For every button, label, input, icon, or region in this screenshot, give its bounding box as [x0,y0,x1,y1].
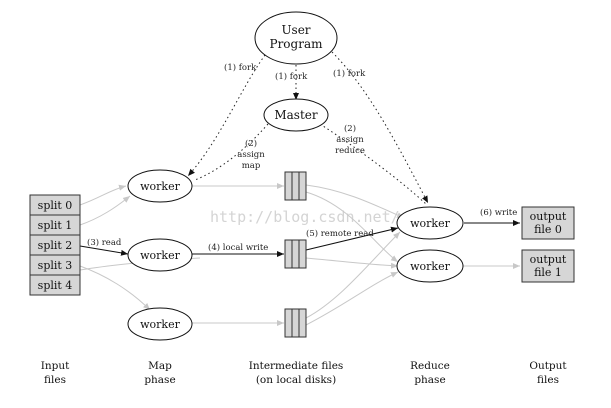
worker-reduce-top: worker [396,206,464,240]
label-assign-map-3: map [242,161,261,171]
phase-map-1: Map [148,360,172,372]
user-program-node: User Program [254,11,338,65]
worker-map-mid: worker [127,238,193,272]
worker-map-bot: worker [127,307,193,341]
worker-label: worker [410,217,450,230]
phase-intermediate-1: Intermediate files [249,360,344,372]
dark-flow-lines [79,220,520,257]
label-read: (3) read [87,237,122,248]
worker-label: worker [140,180,180,193]
user-program-line1: User [281,23,310,37]
split-label: split 2 [38,239,73,252]
worker-label: worker [410,260,450,273]
phase-map-2: phase [144,374,175,386]
worker-map-top: worker [127,169,193,203]
label-assign-map-1: (2) [245,138,257,149]
label-fork-mid: (1) fork [275,71,308,82]
phase-reduce-1: Reduce [410,360,450,372]
phase-reduce-2: phase [414,374,445,386]
light-flow-lines [79,183,520,326]
worker-label: worker [140,249,180,262]
label-remote-read: (5) remote read [306,228,374,239]
phase-input-1: Input [41,360,70,372]
label-write: (6) write [480,207,517,218]
phase-intermediate-2: (on local disks) [256,374,336,386]
output-file-line2: file 1 [534,266,562,279]
label-fork-left: (1) fork [224,62,257,73]
master-label: Master [274,108,318,122]
phase-output-2: files [537,374,559,386]
user-program-line2: Program [270,37,324,51]
output-file-line2: file 0 [534,223,562,236]
label-assign-map-2: assign [237,150,265,160]
label-assign-reduce-1: (2) [344,123,356,134]
intermediate-file-mid [284,239,307,269]
split-label: split 0 [38,199,73,212]
worker-label: worker [140,318,180,331]
output-file-line1: output [530,210,567,223]
split-label: split 3 [38,259,73,272]
watermark: http://blog.csdn.net/ [210,208,400,226]
phase-output-1: Output [529,360,567,372]
control-lines [187,51,429,205]
output-file-0: output file 0 [521,206,575,240]
master-node: Master [263,98,329,132]
split-label: split 1 [38,219,73,232]
output-file-1: output file 1 [521,249,575,283]
worker-reduce-bot: worker [396,249,464,283]
intermediate-file-bot [284,308,307,338]
input-files-stack: split 0 split 1 split 2 split 3 split 4 [29,194,81,296]
phase-input-2: files [44,374,66,386]
label-assign-reduce-2: assign [336,135,364,145]
output-file-line1: output [530,253,567,266]
intermediate-file-top [284,171,307,201]
split-label: split 4 [38,279,73,292]
label-local-write: (4) local write [208,242,268,253]
label-assign-reduce-3: reduce [335,146,365,156]
label-fork-right: (1) fork [333,68,366,79]
